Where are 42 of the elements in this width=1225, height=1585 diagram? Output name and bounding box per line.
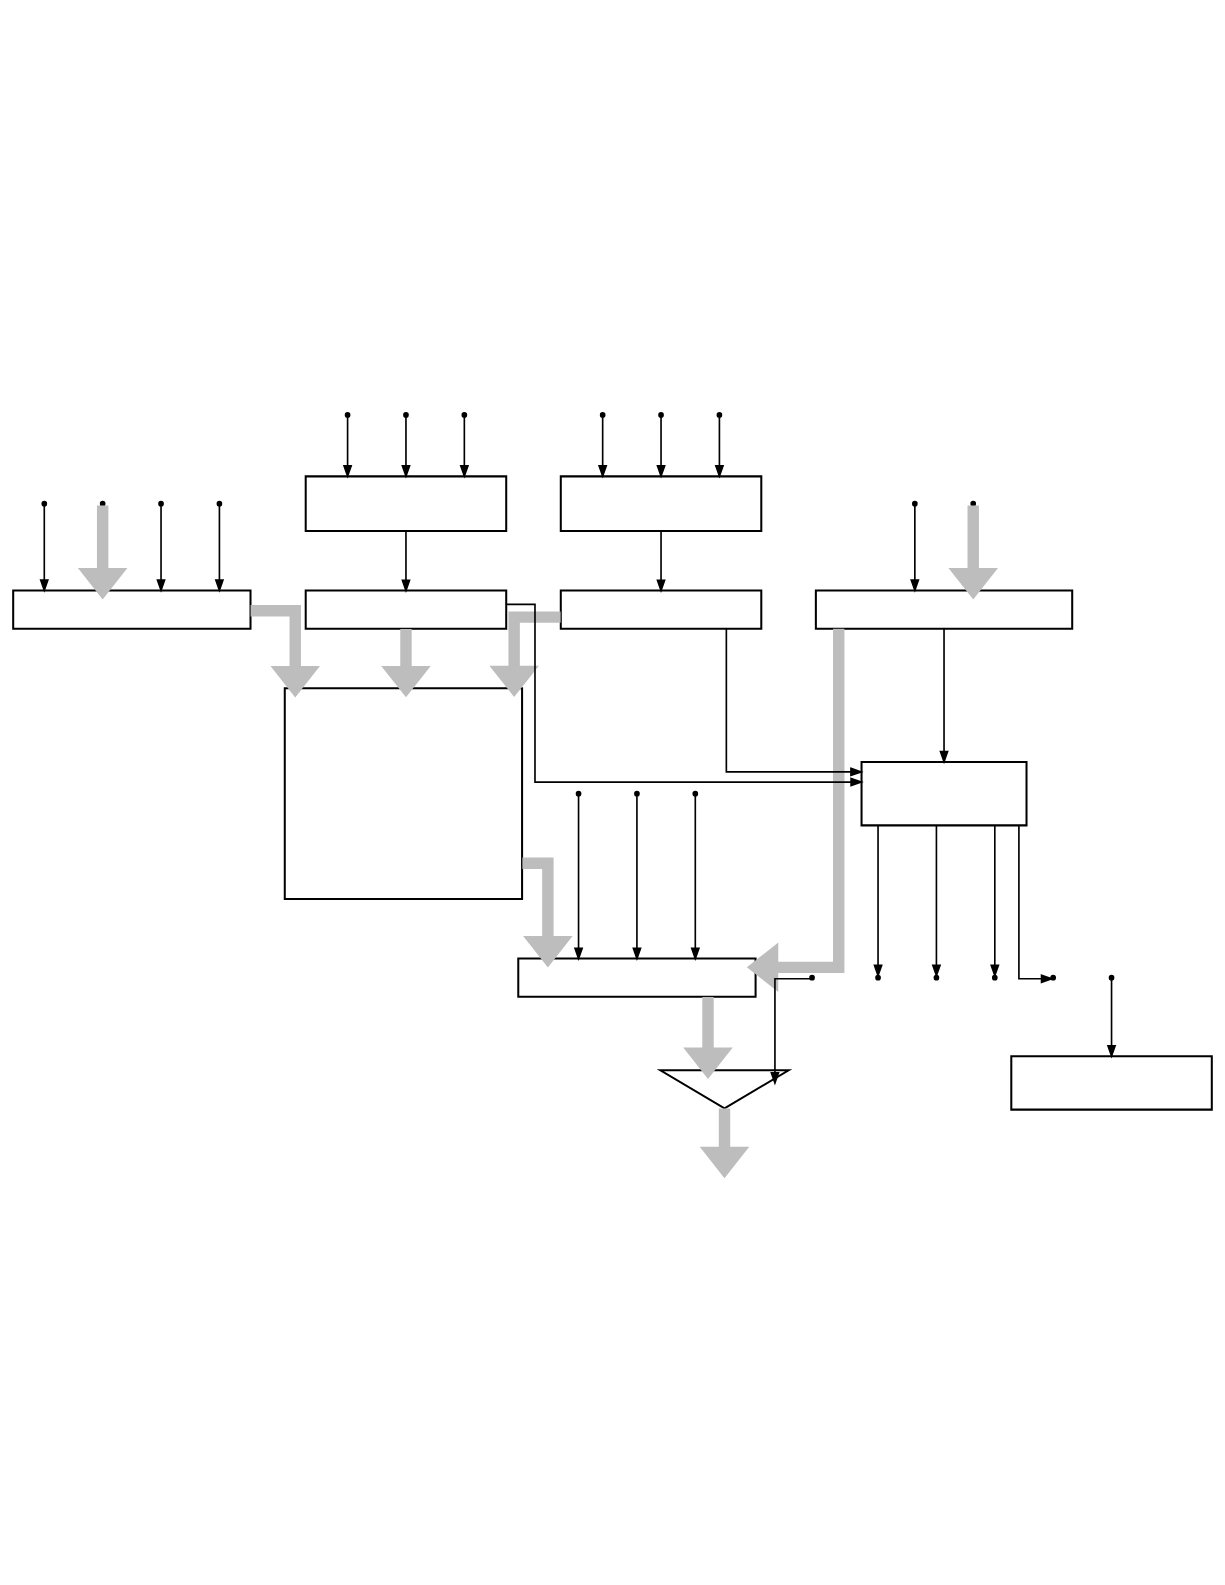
arrow (656, 415, 666, 479)
arrow (597, 415, 608, 479)
arrow (1018, 824, 1055, 983)
arrow (156, 504, 166, 593)
node-box (283, 686, 524, 900)
arrow (690, 794, 701, 961)
arrow (39, 504, 49, 593)
arrow (746, 628, 845, 992)
arrow (714, 415, 725, 479)
arrow (683, 996, 733, 1079)
arrow (910, 504, 920, 593)
arrow (656, 529, 666, 593)
node-box (814, 589, 1074, 630)
arrow (1106, 978, 1117, 1058)
arrow (931, 824, 942, 978)
arrow (939, 627, 949, 764)
arrow (459, 415, 470, 479)
arrow (401, 529, 411, 593)
node-box (1010, 1054, 1213, 1111)
arrow (725, 627, 864, 777)
arrow (342, 415, 353, 479)
node-box (559, 589, 763, 630)
arrow (381, 628, 431, 697)
arrow (522, 857, 573, 967)
arrow (401, 415, 411, 479)
arrow (573, 794, 584, 961)
node-box (559, 474, 763, 532)
node-box (12, 589, 252, 630)
arrow (505, 603, 864, 787)
arrow (770, 977, 812, 1085)
arrow (77, 505, 128, 599)
node-box (860, 760, 1028, 826)
arrow (214, 504, 225, 593)
arrow (948, 505, 998, 599)
arrow (632, 794, 642, 961)
node-box (304, 474, 508, 532)
arrow (699, 1107, 750, 1178)
node-box (304, 589, 508, 630)
node-box (517, 957, 757, 998)
arrow (873, 824, 883, 978)
arrow (990, 824, 1000, 978)
arrow (489, 610, 561, 697)
